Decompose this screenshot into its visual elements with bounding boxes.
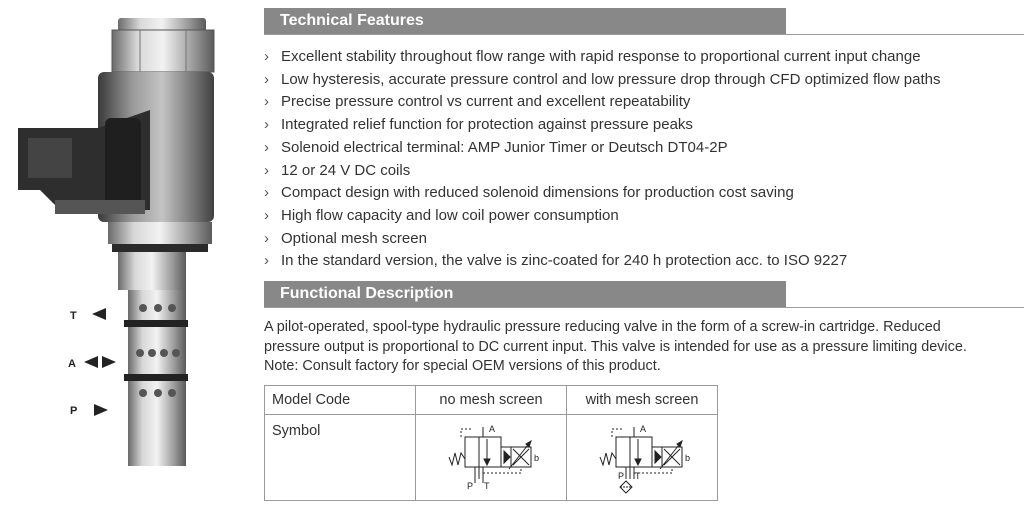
chevron-right-icon: › bbox=[264, 138, 269, 156]
no-mesh-header: no mesh screen bbox=[415, 385, 567, 415]
port-p-label: P bbox=[70, 405, 77, 417]
functional-description-header: Functional Description bbox=[264, 281, 1024, 308]
feature-item: ›Solenoid electrical terminal: AMP Junio… bbox=[264, 137, 940, 160]
with-mesh-header: with mesh screen bbox=[566, 385, 718, 415]
feature-item: ›Integrated relief function for protecti… bbox=[264, 114, 940, 137]
feature-item: ›Excellent stability throughout flow ran… bbox=[264, 46, 940, 69]
valve-product-image: T A P bbox=[18, 18, 215, 466]
model-code-header: Model Code bbox=[272, 392, 351, 408]
chevron-right-icon: › bbox=[264, 48, 269, 65]
functional-description-text: A pilot-operated, spool-type hydraulic p… bbox=[264, 318, 1024, 377]
description-line: Note: Consult factory for special OEM ve… bbox=[264, 358, 661, 374]
feature-item: ›High flow capacity and low coil power c… bbox=[264, 205, 940, 228]
svg-text:P: P bbox=[467, 481, 473, 491]
chevron-right-icon: › bbox=[264, 161, 269, 179]
chevron-right-icon: › bbox=[264, 116, 269, 134]
feature-item: ›Compact design with reduced solenoid di… bbox=[264, 182, 940, 205]
chevron-right-icon: › bbox=[264, 252, 269, 270]
technical-features-title: Technical Features bbox=[280, 12, 424, 29]
functional-description-title: Functional Description bbox=[280, 285, 454, 302]
svg-text:T: T bbox=[484, 481, 490, 491]
svg-text:A: A bbox=[489, 424, 495, 434]
technical-features-list: ›Excellent stability throughout flow ran… bbox=[264, 46, 940, 273]
chevron-right-icon: › bbox=[264, 70, 269, 88]
chevron-right-icon: › bbox=[264, 229, 269, 247]
feature-item: ›Low hysteresis, accurate pressure contr… bbox=[264, 69, 940, 92]
feature-item: ›Optional mesh screen bbox=[264, 228, 940, 251]
chevron-right-icon: › bbox=[264, 184, 269, 202]
symbol-label: Symbol bbox=[272, 423, 321, 439]
symbol-row: Symbol A b P T bbox=[264, 414, 718, 501]
chevron-right-icon: › bbox=[264, 93, 269, 111]
svg-text:P: P bbox=[618, 471, 624, 481]
description-line: A pilot-operated, spool-type hydraulic p… bbox=[264, 319, 941, 335]
hydraulic-symbol-no-mesh-icon: A b P T bbox=[448, 424, 539, 491]
hydraulic-symbol-with-mesh-icon: A b P T bbox=[599, 424, 690, 494]
table-header-row: Model Code no mesh screen with mesh scre… bbox=[264, 385, 718, 415]
svg-text:A: A bbox=[640, 424, 646, 434]
port-t-label: T bbox=[70, 310, 77, 322]
port-a-label: A bbox=[68, 358, 76, 370]
feature-item: ›12 or 24 V DC coils bbox=[264, 160, 940, 183]
feature-item: ›Precise pressure control vs current and… bbox=[264, 91, 940, 114]
technical-features-header: Technical Features bbox=[264, 8, 1024, 35]
svg-text:T: T bbox=[635, 471, 641, 481]
model-code-table: Model Code no mesh screen with mesh scre… bbox=[264, 385, 718, 501]
svg-text:b: b bbox=[685, 453, 690, 463]
feature-item: ›In the standard version, the valve is z… bbox=[264, 250, 940, 273]
chevron-right-icon: › bbox=[264, 206, 269, 224]
svg-text:b: b bbox=[534, 453, 539, 463]
description-line: pressure output is proportional to DC cu… bbox=[264, 338, 967, 355]
